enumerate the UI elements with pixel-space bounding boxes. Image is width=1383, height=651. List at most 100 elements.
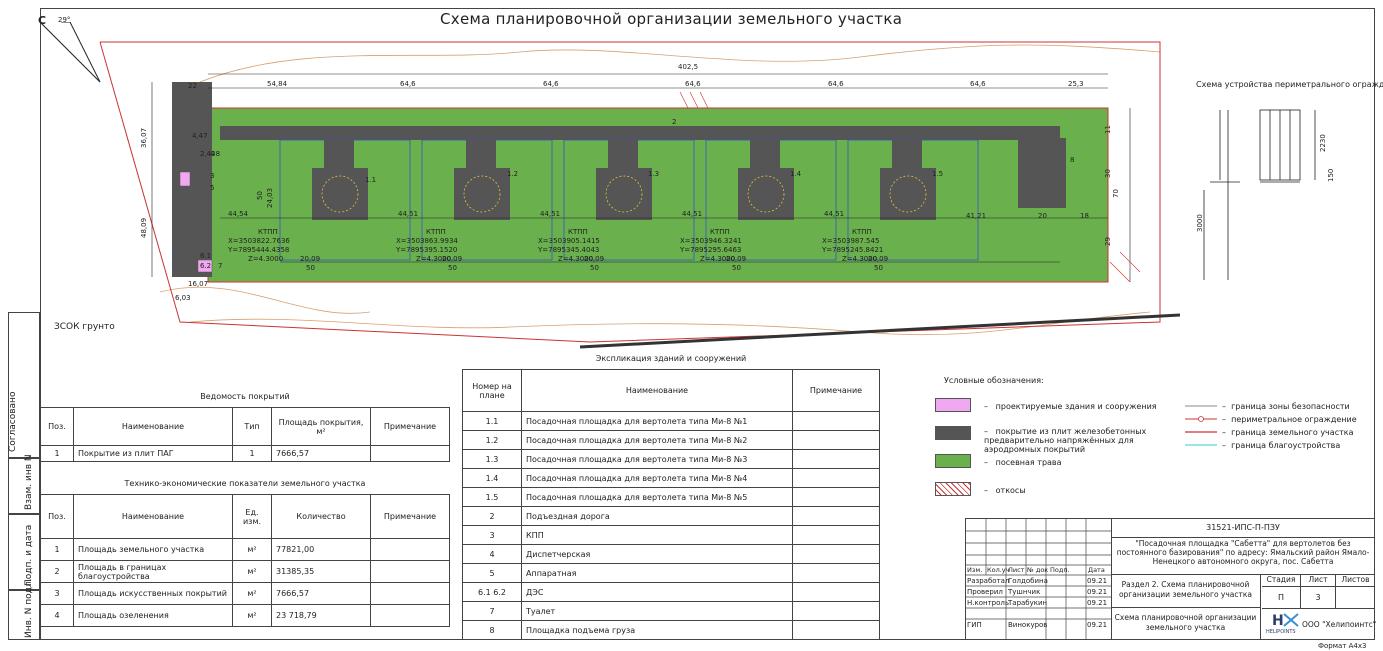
dim-left-small: 22 bbox=[188, 82, 197, 90]
expl-caption: Экспликация зданий и сооружений bbox=[595, 354, 747, 363]
dim-top-seg-2: 64,6 bbox=[400, 80, 416, 88]
stamp-company: ООО "Хелипоинтс" bbox=[1302, 620, 1377, 629]
pad-width-2: 50 bbox=[448, 264, 457, 272]
fence-dim-height: 3000 bbox=[1196, 214, 1204, 232]
stamp-col-list: Лист bbox=[1008, 566, 1025, 574]
stamp-sheet-title: Схема планировочной организации земельно… bbox=[1111, 608, 1261, 639]
side-cell-orig bbox=[8, 590, 40, 640]
left-label-4: 4 bbox=[210, 150, 215, 158]
left-label-6-1: 6.1 bbox=[200, 252, 212, 260]
title-block: 31521-ИПС-П-ПЗУ "Посадочная площадка "Са… bbox=[965, 518, 1377, 640]
dim-gap-1: 44,54 bbox=[228, 210, 249, 218]
pad-width-3: 50 bbox=[590, 264, 599, 272]
left-paving bbox=[172, 82, 212, 277]
pad-apron-2: 20,09 bbox=[442, 255, 463, 263]
legend-lines bbox=[1185, 405, 1217, 446]
fence-title: Схема устройства периметрального огражде… bbox=[1196, 80, 1383, 89]
drawing-title: Схема планировочной организации земельно… bbox=[440, 10, 903, 28]
side-label-approved: Согласовано bbox=[8, 391, 18, 452]
stamp-project: "Посадочная площадка "Сабетта" для верто… bbox=[1111, 537, 1375, 575]
stamp-col-sign: Подп. bbox=[1050, 566, 1070, 574]
dim-gap-4: 44,51 bbox=[682, 210, 703, 218]
stamp-sheets bbox=[1336, 587, 1375, 609]
dim-left-upper: 36,07 bbox=[140, 127, 148, 148]
helipads bbox=[312, 140, 936, 220]
coverage-table: Поз. Наименование Тип Площадь покрытия, … bbox=[40, 407, 450, 462]
dim-top-seg-6: 64,6 bbox=[970, 80, 986, 88]
pad-apron-5: 20,09 bbox=[868, 255, 889, 263]
map-note: ЗСОК грунто bbox=[54, 322, 115, 332]
pad-h-b-1: 24,03 bbox=[266, 187, 274, 208]
legend-swatch-buildings bbox=[935, 398, 971, 412]
dim-top-seg-3: 64,6 bbox=[543, 80, 559, 88]
left-label-6-2: 6.2 bbox=[200, 262, 212, 270]
stamp-stage-h: Стадия bbox=[1262, 575, 1301, 587]
dim-right-mid: 30 bbox=[1104, 169, 1112, 178]
stamp-role-3: Н.контроль bbox=[967, 599, 1009, 607]
stamp-role-4: ГИП bbox=[967, 621, 982, 629]
legend-text-slopes: – откосы bbox=[984, 486, 1026, 495]
stamp-section: Раздел 2. Схема планировочной организаци… bbox=[1111, 575, 1261, 608]
drawing-frame bbox=[40, 8, 1375, 640]
left-label-3: 3 bbox=[210, 172, 215, 180]
stamp-col-date: Дата bbox=[1088, 566, 1105, 574]
stamp-col-kol: Кол.уч bbox=[987, 566, 1010, 574]
site-plan bbox=[40, 22, 1180, 349]
coverage-h-pos: Поз. bbox=[40, 407, 74, 446]
legend-line-safety: – граница зоны безопасности bbox=[1222, 402, 1350, 411]
side-label-sign: Подп. и дата bbox=[24, 524, 34, 586]
fence-dim-base: 150 bbox=[1327, 168, 1335, 182]
legend-line-fence: – периметральное ограждение bbox=[1222, 415, 1357, 424]
tep-table: Поз. Наименование Ед. изм. Количество Пр… bbox=[40, 494, 450, 627]
pad-label-1: 1.1 bbox=[365, 176, 377, 184]
stamp-col-doc: № док bbox=[1027, 566, 1049, 574]
cargo-pad bbox=[1018, 138, 1066, 208]
dim-top-seg-7: 25,3 bbox=[1068, 80, 1084, 88]
stamp-date-3: 09.21 bbox=[1087, 599, 1108, 607]
dim-gap-3: 44,51 bbox=[540, 210, 561, 218]
legend-swatch-slopes bbox=[935, 482, 971, 496]
pad-apron-1: 20,09 bbox=[300, 255, 321, 263]
stamp-name-3: Тарабукин bbox=[1008, 599, 1048, 607]
pad-width-4: 50 bbox=[732, 264, 741, 272]
dimension-lines bbox=[151, 73, 1131, 282]
fence-scheme-drawing bbox=[1203, 109, 1316, 280]
format-label: Формат А4х3 bbox=[1318, 642, 1367, 650]
pad-width-5: 50 bbox=[874, 264, 883, 272]
stamp-date-1: 09.21 bbox=[1087, 577, 1108, 585]
north-angle: 29° bbox=[58, 16, 71, 24]
stamp-sheet: 3 bbox=[1301, 587, 1336, 609]
coverage-caption: Ведомость покрытий bbox=[200, 392, 290, 401]
dim-top-seg-4: 64,6 bbox=[685, 80, 701, 88]
side-label-inv: Взам. инв N bbox=[24, 454, 34, 510]
stamp-sheets-h: Листов bbox=[1336, 575, 1375, 587]
dim-gap-last: 41,21 bbox=[966, 212, 987, 220]
pad-label-3: 1.3 bbox=[648, 170, 660, 178]
side-cell-approved bbox=[8, 312, 40, 458]
dim-top-total: 402,5 bbox=[678, 63, 699, 71]
pad-apron-4: 20,09 bbox=[726, 255, 747, 263]
dispatch-label: 8 bbox=[1070, 156, 1075, 164]
side-stamp: Согласовано Взам. инв N Подп. и дата Инв… bbox=[8, 312, 40, 640]
stamp-date-2: 09.21 bbox=[1087, 588, 1108, 596]
left-label-5: 5 bbox=[210, 184, 215, 192]
title-block-right bbox=[1111, 519, 1376, 639]
dim-left-w2: 2,438 bbox=[200, 150, 221, 158]
left-label-7: 7 bbox=[218, 262, 223, 270]
dim-right-lower: 29 bbox=[1104, 237, 1112, 246]
dim-right-pad2: 18 bbox=[1080, 212, 1089, 220]
pad-h-a-1: 50 bbox=[256, 191, 264, 200]
dim-gap-5: 44,51 bbox=[824, 210, 845, 218]
side-cell-inv bbox=[8, 458, 40, 514]
side-label-orig: Инв. N подл. bbox=[24, 578, 34, 638]
legend-swatch-paving bbox=[935, 426, 971, 440]
stamp-date-4: 09.21 bbox=[1087, 621, 1108, 629]
